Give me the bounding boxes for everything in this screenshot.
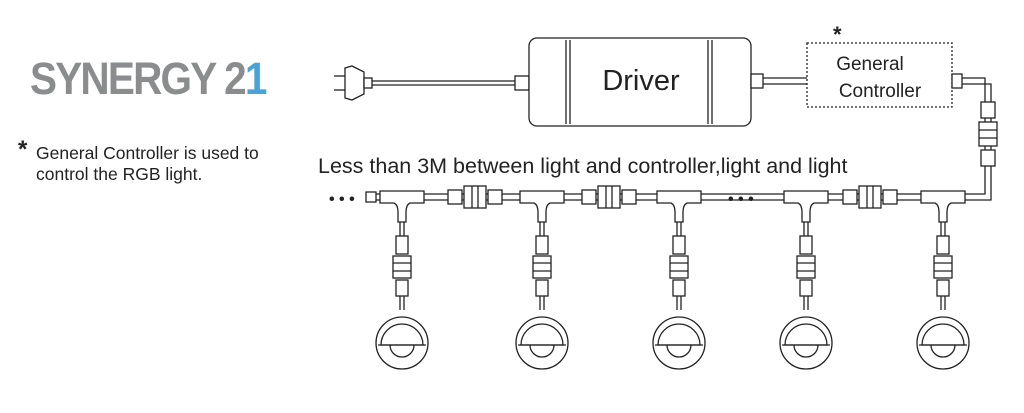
controller-asterisk: * <box>833 22 842 47</box>
controller-box <box>806 42 953 108</box>
lamp-icon <box>916 316 970 370</box>
controller-label-line2: Controller <box>839 81 922 102</box>
lamp-icon <box>375 316 429 370</box>
vertical-connector <box>960 101 998 201</box>
driver-box <box>528 37 752 127</box>
ellipsis-middle: • • • <box>728 191 754 208</box>
note-asterisk: * <box>18 136 28 163</box>
lamp-icon <box>515 316 569 370</box>
controller-note: * General Controller is used to control … <box>18 138 268 185</box>
light-unit <box>375 190 429 370</box>
light-unit <box>515 190 569 370</box>
power-plug-icon <box>334 65 373 101</box>
logo-main-text: SYNERGY 2 <box>30 53 247 104</box>
note-text: General Controller is used to control th… <box>36 143 259 184</box>
logo-accent-text: 1 <box>244 53 268 104</box>
light-unit <box>916 190 970 370</box>
ellipsis-left: • • • <box>329 191 355 208</box>
light-unit <box>779 190 833 370</box>
lamp-icon <box>779 316 833 370</box>
controller-label-line1: General <box>836 54 904 75</box>
driver-label: Driver <box>602 65 680 97</box>
bus-connectors <box>447 185 898 209</box>
lamp-icon <box>652 316 706 370</box>
light-unit <box>652 190 706 370</box>
distance-note: Less than 3M between light and controlle… <box>318 154 848 178</box>
light-units <box>375 190 970 370</box>
brand-logo: SYNERGY 21 <box>30 53 268 104</box>
